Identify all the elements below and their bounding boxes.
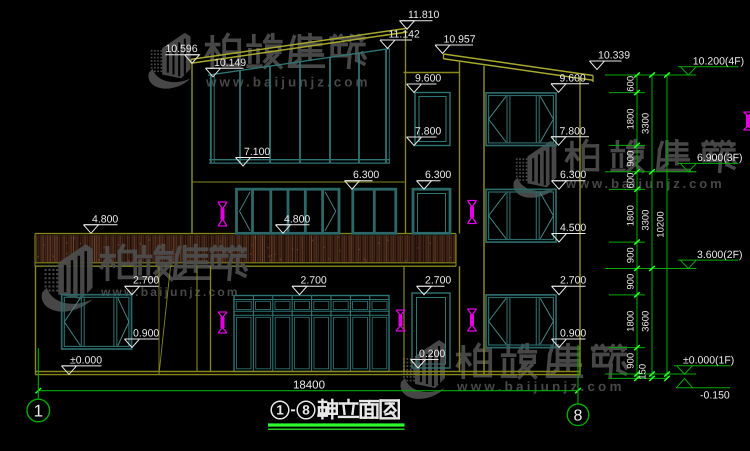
- svg-text:900: 900: [626, 247, 637, 263]
- svg-text:4.800: 4.800: [92, 213, 118, 225]
- svg-text:8: 8: [302, 403, 310, 418]
- svg-text:1: 1: [276, 403, 284, 418]
- svg-text:10.200(4F): 10.200(4F): [693, 55, 744, 67]
- svg-text:10.596: 10.596: [166, 43, 198, 55]
- svg-text:2.700: 2.700: [425, 275, 451, 287]
- svg-text:1800: 1800: [626, 205, 637, 226]
- svg-text:600: 600: [626, 76, 637, 92]
- svg-text:900: 900: [626, 274, 637, 290]
- svg-text:0.900: 0.900: [560, 328, 586, 340]
- svg-text:2.700: 2.700: [301, 275, 327, 287]
- svg-text:10.957: 10.957: [444, 34, 476, 46]
- svg-text:600: 600: [626, 173, 637, 189]
- svg-text:4.800: 4.800: [284, 213, 310, 225]
- svg-text:10.149: 10.149: [214, 57, 246, 69]
- svg-text:±0.000: ±0.000: [70, 354, 102, 366]
- svg-text:3300: 3300: [641, 210, 652, 231]
- svg-text:10200: 10200: [656, 211, 667, 237]
- svg-text:-: -: [290, 402, 295, 419]
- svg-text:6.300: 6.300: [353, 169, 379, 181]
- svg-text:6.300: 6.300: [425, 169, 451, 181]
- svg-text:9.600: 9.600: [560, 72, 586, 84]
- svg-text:6.900(3F): 6.900(3F): [697, 152, 743, 164]
- svg-text:www.baijunjz.com: www.baijunjz.com: [565, 176, 725, 191]
- svg-text:-0.150: -0.150: [700, 390, 730, 402]
- svg-text:0.200: 0.200: [419, 348, 445, 360]
- svg-text:www.baijunjz.com: www.baijunjz.com: [456, 379, 625, 394]
- svg-text:8: 8: [574, 408, 583, 425]
- svg-text:±0.000(1F): ±0.000(1F): [683, 355, 734, 367]
- svg-text:11.810: 11.810: [408, 9, 439, 21]
- svg-text:3600: 3600: [641, 311, 652, 332]
- svg-text:900: 900: [626, 151, 637, 167]
- svg-text:2.700: 2.700: [560, 275, 586, 287]
- svg-text:0.900: 0.900: [133, 328, 159, 340]
- svg-text:7.100: 7.100: [244, 146, 270, 158]
- svg-text:11.142: 11.142: [389, 29, 420, 41]
- svg-text:1800: 1800: [626, 108, 637, 129]
- svg-text:3300: 3300: [641, 113, 652, 134]
- svg-text:2.700: 2.700: [133, 275, 159, 287]
- svg-text:www.baijunjz.com: www.baijunjz.com: [205, 75, 371, 90]
- svg-text:1800: 1800: [626, 311, 637, 332]
- svg-text:7.800: 7.800: [415, 126, 441, 138]
- svg-text:900: 900: [626, 353, 637, 369]
- svg-text:10.339: 10.339: [598, 50, 630, 62]
- svg-text:www.baijunjz.com: www.baijunjz.com: [100, 285, 240, 299]
- svg-text:9.600: 9.600: [415, 73, 441, 85]
- svg-text:7.800: 7.800: [560, 125, 586, 137]
- svg-text:4.500: 4.500: [560, 222, 586, 234]
- svg-text:18400: 18400: [293, 380, 325, 392]
- svg-text:3.600(2F): 3.600(2F): [697, 249, 743, 261]
- svg-text:150: 150: [638, 364, 649, 380]
- svg-text:1: 1: [34, 402, 43, 421]
- svg-text:6.300: 6.300: [560, 169, 586, 181]
